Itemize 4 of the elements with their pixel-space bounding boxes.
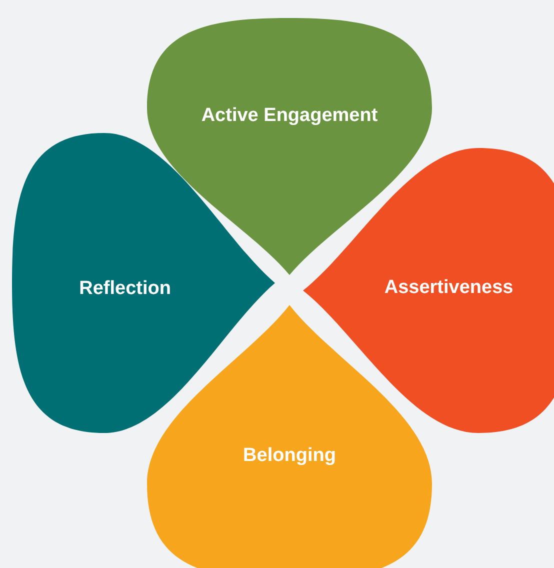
petal-label: Reflection [79, 278, 171, 300]
petal-label: Active Engagement [201, 104, 378, 127]
petal-label: Belonging [243, 445, 336, 468]
petal-label: Assertiveness [384, 276, 514, 299]
